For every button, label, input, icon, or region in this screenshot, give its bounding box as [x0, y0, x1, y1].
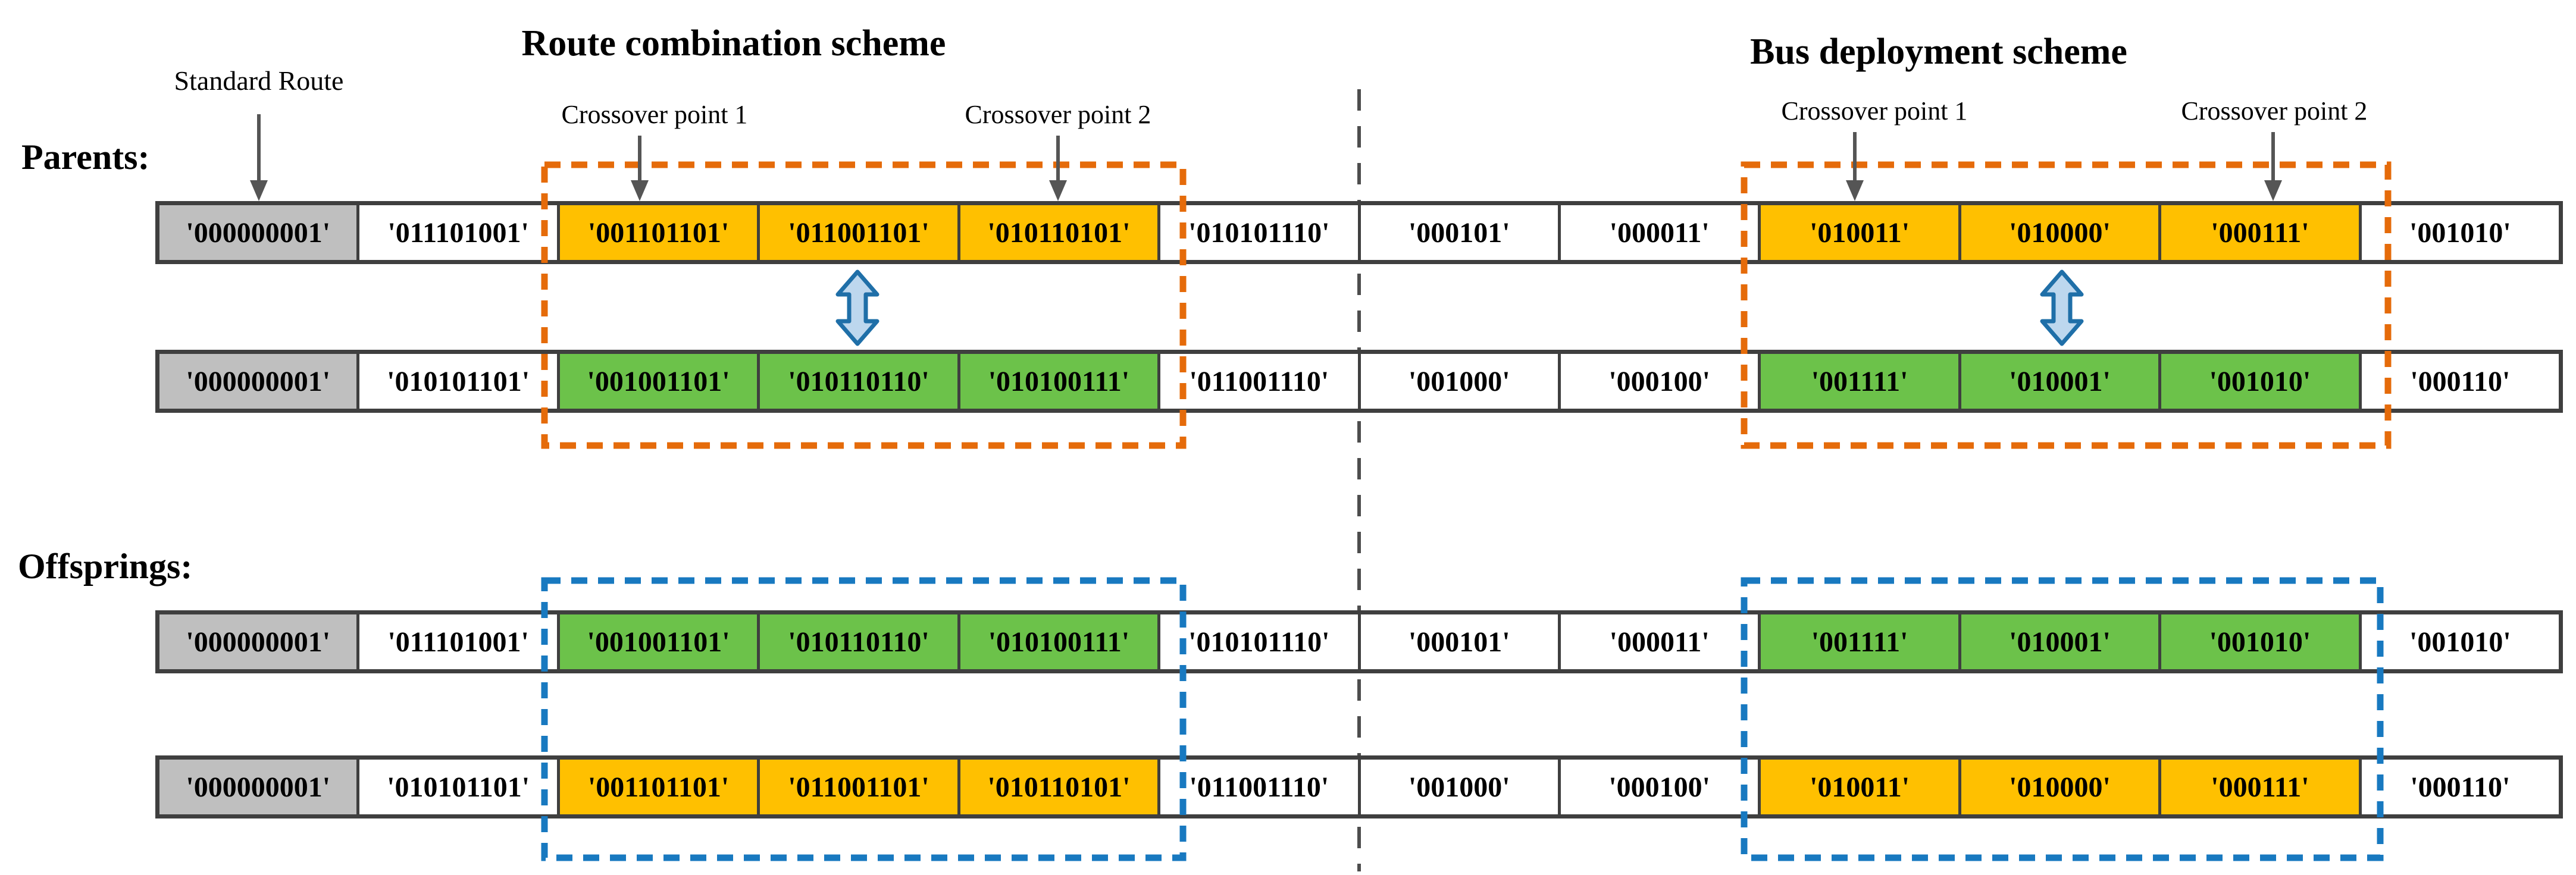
- gene-cell: '010000': [1958, 205, 2159, 260]
- offspring-2-chromosome: '000000001' '010101101' '001101101' '011…: [155, 755, 2563, 818]
- gene-cell: '001111': [1758, 354, 1958, 409]
- gene-cell: '010101110': [1157, 205, 1358, 260]
- gene-cell: '000011': [1557, 614, 1758, 669]
- gene-cell: '001001101': [556, 354, 758, 409]
- crossover-point-2-arrow-route: [1049, 136, 1067, 201]
- gene-cell: '011001101': [757, 205, 957, 260]
- gene-cell: '000110': [2358, 760, 2559, 814]
- gene-cell: '010110101': [957, 205, 1158, 260]
- gene-cell: '001010': [2358, 614, 2559, 669]
- gene-cell: '001010': [2158, 614, 2359, 669]
- parent-1-chromosome: '000000001' '011101001' '001101101' '011…: [155, 201, 2563, 264]
- gene-cell: '010011': [1758, 760, 1958, 814]
- gene-cell: '000100': [1557, 760, 1758, 814]
- gene-cell: '011001101': [757, 760, 957, 814]
- gene-cell: '001111': [1758, 614, 1958, 669]
- gene-cell: '000101': [1357, 614, 1558, 669]
- gene-cell: '001101101': [556, 760, 758, 814]
- gene-cell: '010011': [1758, 205, 1958, 260]
- gene-cell: '011101001': [356, 614, 557, 669]
- crossover-point-2-label-route: Crossover point 2: [965, 100, 1151, 129]
- segment-swap-arrow-bus: [2040, 269, 2084, 346]
- parent-2-chromosome: '000000001' '010101101' '001001101' '010…: [155, 350, 2563, 413]
- standard-route-arrow: [250, 114, 268, 201]
- crossover-point-2-label-bus: Crossover point 2: [2181, 96, 2368, 126]
- gene-cell: '011001110': [1157, 354, 1358, 409]
- gene-cell: '010101101': [356, 760, 557, 814]
- crossover-point-1-arrow-bus: [1846, 132, 1864, 201]
- gene-cell: '001000': [1357, 354, 1558, 409]
- standard-route-label: Standard Route: [174, 65, 344, 96]
- gene-cell: '010100111': [957, 354, 1158, 409]
- gene-cell: '000111': [2158, 205, 2359, 260]
- parents-label: Parents:: [21, 137, 150, 177]
- gene-cell: '011101001': [356, 205, 557, 260]
- segment-swap-arrow-route: [835, 269, 879, 346]
- bus-scheme-title: Bus deployment scheme: [1750, 32, 2127, 72]
- gene-cell: '010110110': [757, 614, 957, 669]
- gene-cell: '000011': [1557, 205, 1758, 260]
- gene-cell: '000101': [1357, 205, 1558, 260]
- gene-cell: '010110101': [957, 760, 1158, 814]
- gene-cell: '000000001': [159, 205, 357, 260]
- gene-cell: '001101101': [556, 205, 758, 260]
- gene-cell: '001010': [2358, 205, 2559, 260]
- gene-cell: '010110110': [757, 354, 957, 409]
- gene-cell: '000000001': [159, 760, 357, 814]
- gene-cell: '001001101': [556, 614, 758, 669]
- gene-cell: '010101101': [356, 354, 557, 409]
- gene-cell: '000000001': [159, 354, 357, 409]
- gene-cell: '000110': [2358, 354, 2559, 409]
- crossover-point-1-arrow-route: [631, 136, 649, 201]
- offsprings-label: Offsprings:: [18, 547, 193, 586]
- gene-cell: '011001110': [1157, 760, 1358, 814]
- route-scheme-title: Route combination scheme: [521, 23, 946, 64]
- gene-cell: '010001': [1958, 354, 2159, 409]
- crossover-point-1-label-route: Crossover point 1: [561, 100, 748, 129]
- gene-cell: '000100': [1557, 354, 1758, 409]
- gene-cell: '010000': [1958, 760, 2159, 814]
- gene-cell: '010100111': [957, 614, 1158, 669]
- gene-cell: '001010': [2158, 354, 2359, 409]
- gene-cell: '010001': [1958, 614, 2159, 669]
- gene-cell: '001000': [1357, 760, 1558, 814]
- crossover-point-2-arrow-bus: [2264, 132, 2282, 201]
- gene-cell: '000000001': [159, 614, 357, 669]
- offspring-1-chromosome: '000000001' '011101001' '001001101' '010…: [155, 610, 2563, 673]
- gene-cell: '000111': [2158, 760, 2359, 814]
- crossover-point-1-label-bus: Crossover point 1: [1781, 96, 1968, 126]
- gene-cell: '010101110': [1157, 614, 1358, 669]
